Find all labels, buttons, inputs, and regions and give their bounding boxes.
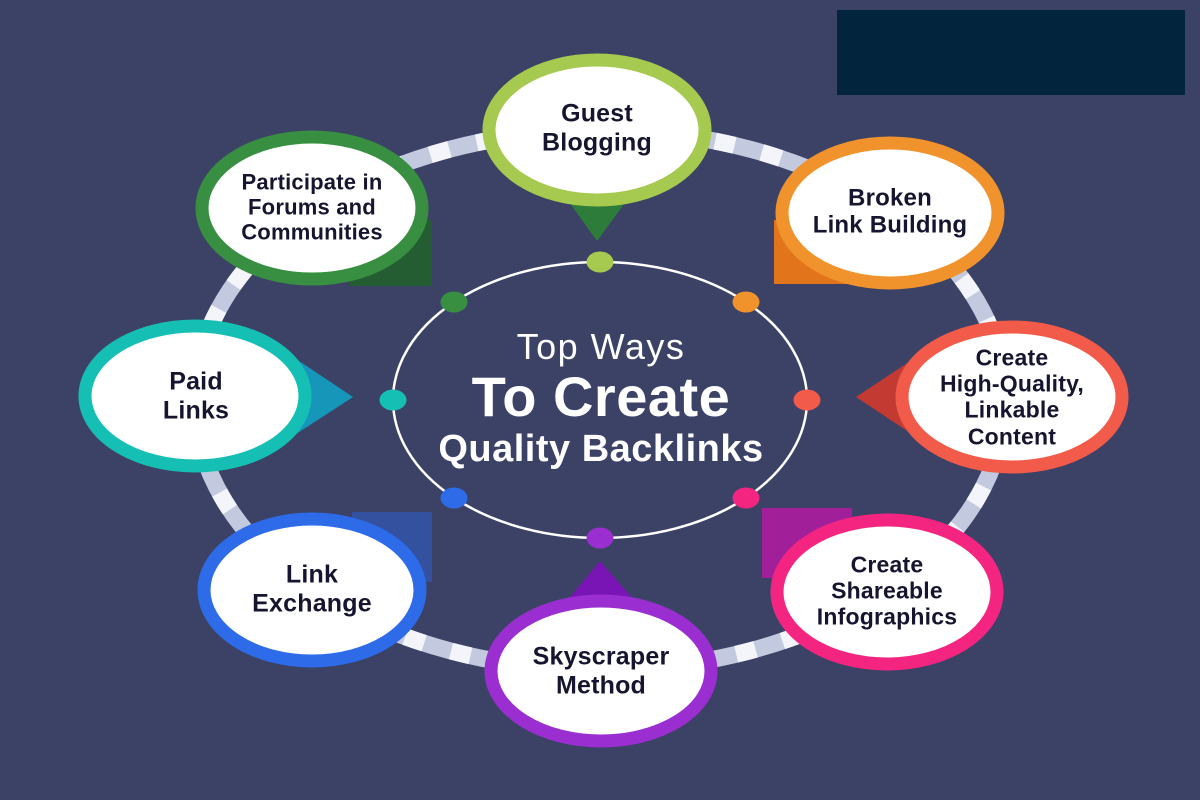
- title-line-1: Top Ways: [516, 326, 686, 368]
- hub-dot-participate-forums: [440, 291, 468, 313]
- node-create-high-quality: [856, 320, 1129, 474]
- node-circle-guest-blogging: [482, 53, 712, 207]
- node-guest-blogging: [482, 53, 712, 241]
- node-label-create-high-quality: Create High-Quality, Linkable Content: [939, 344, 1085, 450]
- node-label-create-shareable-infographics: Create Shareable Infographics: [816, 551, 958, 631]
- hub-dot-create-high-quality: [793, 389, 821, 411]
- node-label-participate-forums: Participate in Forums and Communities: [241, 169, 383, 245]
- hub-dot-broken-link-building: [732, 291, 760, 313]
- hub-dot-guest-blogging: [586, 251, 614, 273]
- hub-dot-paid-links: [379, 389, 407, 411]
- redacted-box: [837, 10, 1185, 95]
- node-circle-create-shareable-infographics: [770, 513, 1004, 671]
- node-circle-broken-link-building: [775, 136, 1005, 290]
- node-label-link-exchange: Link Exchange: [252, 560, 372, 618]
- node-participate-forums: [195, 130, 432, 286]
- title-line-2: To Create: [471, 365, 731, 429]
- node-label-skyscraper-method: Skyscraper Method: [532, 642, 670, 700]
- node-paid-links: [78, 319, 353, 473]
- node-circle-participate-forums: [195, 130, 429, 286]
- node-label-broken-link-building: Broken Link Building: [812, 184, 968, 239]
- node-create-shareable-infographics: [762, 508, 1004, 671]
- node-broken-link-building: [774, 136, 1005, 290]
- node-label-guest-blogging: Guest Blogging: [542, 99, 652, 157]
- hub-dot-skyscraper-method: [586, 527, 614, 549]
- node-label-paid-links: Paid Links: [162, 367, 230, 425]
- hub-dot-link-exchange: [440, 487, 468, 509]
- node-link-exchange: [197, 512, 432, 668]
- center-title: Top Ways To Create Quality Backlinks: [391, 326, 811, 472]
- node-circle-paid-links: [78, 319, 312, 473]
- node-circle-skyscraper-method: [484, 594, 718, 748]
- hub-dot-create-shareable-infographics: [732, 487, 760, 509]
- node-skyscraper-method: [484, 561, 718, 748]
- node-circle-link-exchange: [197, 512, 427, 668]
- title-line-3: Quality Backlinks: [438, 428, 764, 471]
- node-circle-create-high-quality: [895, 320, 1129, 474]
